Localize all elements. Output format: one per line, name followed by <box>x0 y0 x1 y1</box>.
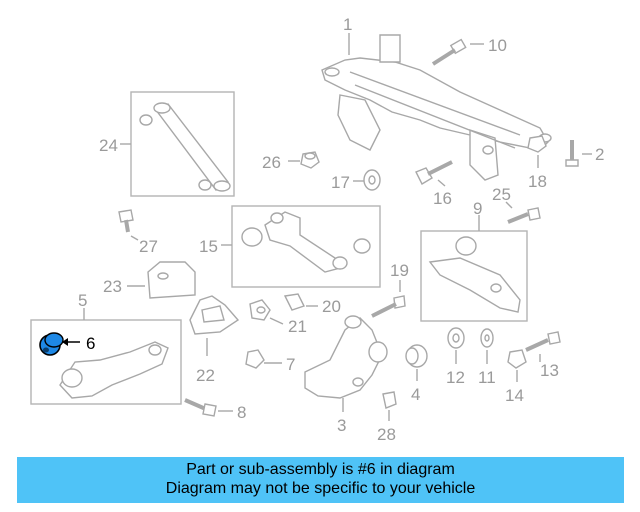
callout-2: 2 <box>595 145 604 164</box>
callout-8: 8 <box>237 403 246 422</box>
callout-18: 18 <box>528 172 547 191</box>
callout-26: 26 <box>262 153 281 172</box>
callout-5: 5 <box>78 291 87 310</box>
bolt-8-part <box>184 398 217 417</box>
bolt-13-part <box>525 331 561 352</box>
callout-20: 20 <box>322 297 341 316</box>
callout-24: 24 <box>99 136 118 155</box>
bolt-25-part <box>507 207 541 224</box>
knuckle-3-part <box>304 315 388 399</box>
callout-16: 16 <box>433 189 452 208</box>
callout-4: 4 <box>411 385 420 404</box>
callout-3: 3 <box>337 416 346 435</box>
callout-11: 11 <box>478 368 496 387</box>
bracket-23-part <box>147 261 196 299</box>
callout-15: 15 <box>199 237 218 256</box>
box-9 <box>420 230 528 322</box>
bolt-27-part <box>118 209 134 233</box>
nut-7-part <box>245 349 265 369</box>
parts-diagram: 1 10 24 26 17 16 18 <box>30 15 604 444</box>
nut-18-part <box>527 135 547 153</box>
arm-15-part <box>241 211 371 273</box>
bolt-16-part <box>415 160 453 185</box>
callout-14: 14 <box>505 386 524 405</box>
callout-21: 21 <box>288 317 307 336</box>
bolt-2-part <box>565 140 579 167</box>
bushing-12-part <box>447 327 465 349</box>
callout-12: 12 <box>446 368 465 387</box>
nut-26-part <box>300 151 320 169</box>
callout-17: 17 <box>331 173 350 192</box>
nut-14-part <box>507 349 527 369</box>
washer-11-part <box>480 328 494 348</box>
callout-7: 7 <box>286 355 295 374</box>
banner-line-1: Part or sub-assembly is #6 in diagram <box>186 461 455 478</box>
bolt-10-part <box>431 38 467 66</box>
bolt-19-part <box>371 295 406 318</box>
callout-28: 28 <box>377 425 396 444</box>
box-5 <box>30 319 182 405</box>
link-24-part <box>139 102 231 192</box>
callout-27: 27 <box>139 237 158 256</box>
mount-22-part <box>189 295 240 335</box>
banner-line-2: Diagram may not be specific to your vehi… <box>165 480 476 497</box>
bushing-4-part <box>405 344 428 368</box>
callout-9: 9 <box>473 199 482 218</box>
callout-23: 23 <box>103 277 122 296</box>
callout-10: 10 <box>488 36 507 55</box>
callout-6: 6 <box>86 334 95 353</box>
clip-20-part <box>283 293 305 311</box>
nut-28-part <box>382 391 397 409</box>
callout-22: 22 <box>196 366 215 385</box>
washer-17-part <box>363 169 381 191</box>
callout-13: 13 <box>540 361 559 380</box>
trailing-arm-5-part <box>59 341 169 399</box>
rear-subframe-part <box>321 34 552 181</box>
box-15 <box>231 205 381 288</box>
nut-21-part <box>249 299 271 321</box>
callout-25: 25 <box>492 185 511 204</box>
bushing-6-part <box>39 332 64 356</box>
callout-19: 19 <box>390 261 409 280</box>
arm-9-part <box>428 236 521 313</box>
callout-1: 1 <box>343 15 352 34</box>
info-banner: Part or sub-assembly is #6 in diagram Di… <box>17 457 624 503</box>
